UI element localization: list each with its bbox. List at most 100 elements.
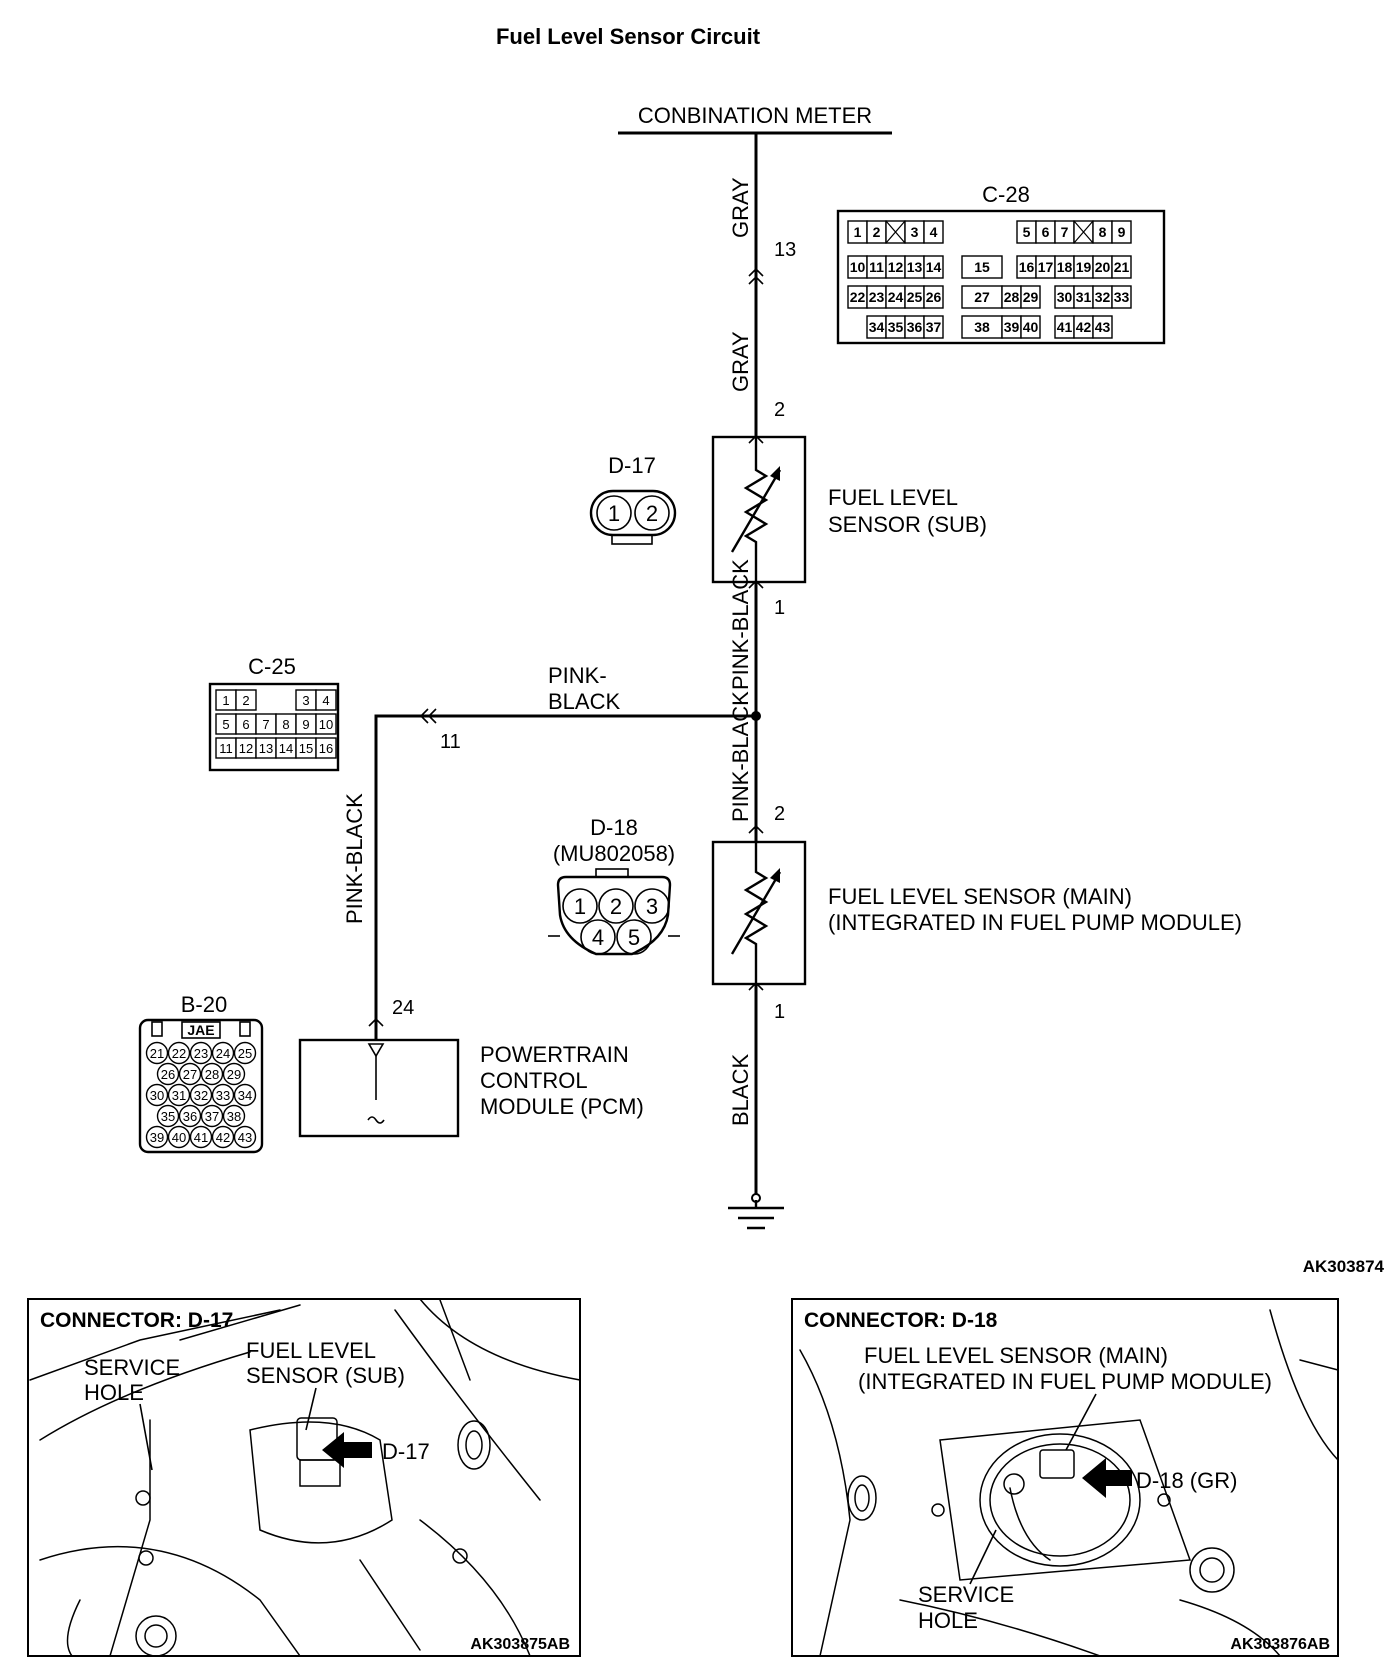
c28-pin-1: 1	[854, 224, 862, 240]
b20-pin-30: 30	[150, 1088, 164, 1103]
d18-pin-5: 5	[628, 925, 640, 950]
b20-pin-23: 23	[194, 1046, 208, 1061]
b20-pin-39-cavity	[145, 1125, 169, 1149]
c28-pin-20: 20	[1095, 259, 1111, 275]
pin-13-label: 13	[774, 239, 796, 261]
b20-pin-40: 40	[172, 1130, 186, 1145]
c28-pin-36: 36	[907, 319, 923, 335]
arrow-icon	[322, 1432, 372, 1468]
c28-pin-17: 17	[1038, 259, 1054, 275]
combination-meter-label: CONBINATION METER	[638, 103, 872, 128]
c25-pin-7: 7	[262, 717, 269, 732]
b20-pin-25-cavity	[233, 1041, 257, 1065]
photo-d18-heading: CONNECTOR: D-18	[804, 1309, 998, 1332]
sub-pin-1-label: 1	[774, 597, 785, 619]
figure-code-right: AK303876AB	[1230, 1636, 1330, 1653]
wire-gray: 13 GRAY GRAY	[728, 133, 796, 437]
c28-pin-9-cavity	[1111, 220, 1132, 244]
diagram-title: Fuel Level Sensor Circuit	[496, 24, 761, 49]
c28-pin-39: 39	[1004, 319, 1020, 335]
b20-pin-39: 39	[150, 1130, 164, 1145]
c25-pin-16: 16	[319, 741, 333, 756]
wire-gray-lower-label: GRAY	[728, 331, 753, 392]
c28-pin-8: 8	[1099, 224, 1107, 240]
b20-pin-30-cavity	[145, 1083, 169, 1107]
b20-pin-41-cavity	[189, 1125, 213, 1149]
b20-pin-26: 26	[161, 1067, 175, 1082]
photo-d18-sensor-line2: (INTEGRATED IN FUEL PUMP MODULE)	[858, 1369, 1272, 1394]
b20-pin-33-cavity	[211, 1083, 235, 1107]
photo-d17-sensor-line2: SENSOR (SUB)	[246, 1363, 405, 1388]
photo-d18-hole-line2: HOLE	[918, 1608, 978, 1633]
c28-pin-33-cavity	[1111, 285, 1132, 309]
c28-pin-43-cavity	[1092, 315, 1113, 339]
b20-pin-27-cavity	[178, 1062, 202, 1086]
c25-pin-10-cavity	[315, 713, 337, 735]
c28-pin-2: 2	[873, 224, 881, 240]
b20-pin-41: 41	[194, 1130, 208, 1145]
main-pin-1-label: 1	[774, 1001, 785, 1023]
b20-pin-34-cavity	[233, 1083, 257, 1107]
wire-pink-black-center: PINK-BLACK PINK-BLACK	[728, 559, 761, 826]
b20-pin-25: 25	[238, 1046, 252, 1061]
c28-pin-14-cavity	[923, 255, 944, 279]
b20-pin-36-cavity	[178, 1104, 202, 1128]
b20-pin-22-cavity	[167, 1041, 191, 1065]
sub-sensor-label-line2: SENSOR (SUB)	[828, 512, 987, 537]
b20-pin-32: 32	[194, 1088, 208, 1103]
c28-pin-blank-2-blank-mark	[885, 220, 906, 244]
b20-pin-28: 28	[205, 1067, 219, 1082]
b20-pin-42-cavity	[211, 1125, 235, 1149]
c28-pin-12: 12	[888, 259, 904, 275]
b20-pin-36: 36	[183, 1109, 197, 1124]
c28-pin-28: 28	[1004, 289, 1020, 305]
main-sensor-label-line2: (INTEGRATED IN FUEL PUMP MODULE)	[828, 910, 1242, 935]
c28-pin-42: 42	[1076, 319, 1092, 335]
c28-pin-24: 24	[888, 289, 904, 305]
photo-panel-d18: CONNECTOR: D-18 FUEL LEVEL SENSOR (MAIN)…	[791, 1298, 1339, 1657]
connector-d17: D-17 1 2	[589, 453, 677, 545]
c25-pin-6: 6	[242, 717, 249, 732]
b20-pin-21: 21	[150, 1046, 164, 1061]
fuel-level-sensor-main: 2 1 FUEL LEVEL SENSOR (MAIN) (INTEGRATED…	[711, 803, 1242, 1023]
b20-pin-37: 37	[205, 1109, 219, 1124]
powertrain-control-module: POWERTRAIN CONTROL MODULE (PCM)	[298, 1038, 644, 1138]
main-sensor-label-line1: FUEL LEVEL SENSOR (MAIN)	[828, 884, 1132, 909]
connector-d17-label: D-17	[608, 453, 656, 478]
photo-d17-hole-line1: SERVICE	[84, 1355, 180, 1380]
b20-pin-35-cavity	[156, 1104, 180, 1128]
pcm-label-line1: POWERTRAIN	[480, 1042, 629, 1067]
b20-pin-43-cavity	[233, 1125, 257, 1149]
connector-d18: D-18 (MU802058) 1 2 3 4 5	[548, 815, 680, 956]
c25-pin-16-cavity	[315, 737, 337, 759]
c28-pin-25: 25	[907, 289, 923, 305]
branch-label-line1: PINK-	[548, 663, 607, 688]
c28-pin-11: 11	[869, 259, 884, 275]
c25-pin-4: 4	[322, 693, 329, 708]
wire-pink-black-sub-label: PINK-BLACK	[728, 559, 753, 690]
b20-pin-33: 33	[216, 1088, 230, 1103]
c28-pin-6: 6	[1042, 224, 1050, 240]
b20-pin-22: 22	[172, 1046, 186, 1061]
wire-gray-upper-label: GRAY	[728, 177, 753, 238]
wire-black: BLACK	[728, 984, 761, 1203]
c25-pin-9: 9	[302, 717, 309, 732]
c25-pin-14: 14	[279, 741, 293, 756]
connector-d18-part: (MU802058)	[553, 841, 675, 866]
fuel-level-sensor-sub: 2 1 FUEL LEVEL SENSOR (SUB)	[711, 399, 987, 619]
combination-meter: CONBINATION METER	[618, 103, 892, 135]
c28-pin-40-cavity	[1020, 315, 1041, 339]
b20-pin-43: 43	[238, 1130, 252, 1145]
c25-pin-8: 8	[282, 717, 289, 732]
photo-panel-d17: CONNECTOR: D-17 SERVICE HOLE FUEL LEVEL …	[27, 1298, 581, 1657]
b20-pin-27: 27	[183, 1067, 197, 1082]
d18-pin-1: 1	[574, 894, 586, 919]
wire-pink-black-pcm-label: PINK-BLACK	[342, 793, 367, 924]
arrow-icon	[1082, 1458, 1132, 1498]
b20-pin-23-cavity	[189, 1041, 213, 1065]
wire-black-label: BLACK	[728, 1054, 753, 1126]
photo-d18-sensor-line1: FUEL LEVEL SENSOR (MAIN)	[864, 1343, 1168, 1368]
connector-c25-label: C-25	[248, 654, 296, 679]
c25-pin-4-cavity	[315, 689, 337, 711]
